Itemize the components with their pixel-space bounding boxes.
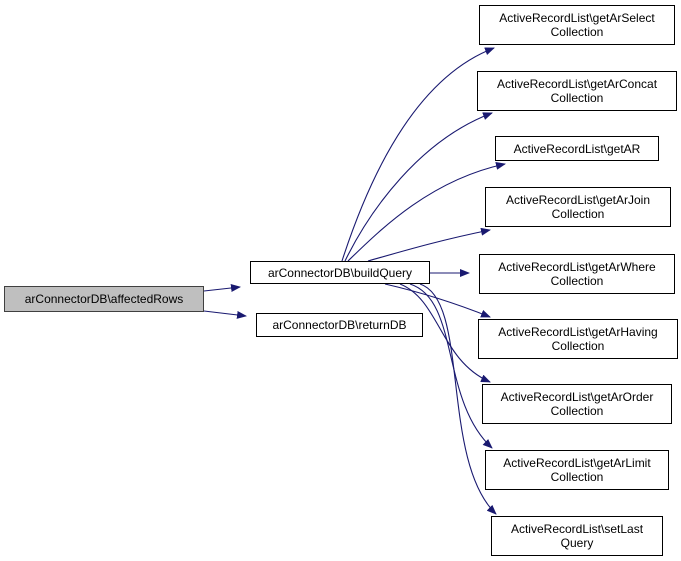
node-build-query[interactable]: arConnectorDB\buildQuery — [250, 261, 430, 284]
node-label: arConnectorDB\affectedRows — [24, 292, 184, 306]
node-label: ActiveRecordList\getAR — [513, 141, 641, 156]
node-label: arConnectorDB\buildQuery — [267, 265, 413, 280]
node-label: Query — [560, 536, 594, 550]
edge-buildQuery-to-getAR — [347, 161, 506, 262]
node-label: Collection — [550, 91, 604, 105]
node-get-ar-where-collection[interactable]: ActiveRecordList\getArWhere Collection — [479, 254, 675, 294]
edge-buildQuery-to-getArSelect — [341, 47, 495, 262]
node-label: ActiveRecordList\getArConcat — [496, 77, 658, 91]
node-set-last-query[interactable]: ActiveRecordList\setLast Query — [491, 516, 663, 556]
edge-buildQuery-to-getArConcat — [344, 112, 493, 262]
edge-buildQuery-to-getArOrder — [399, 283, 491, 383]
node-label: ActiveRecordList\getArHaving — [498, 325, 658, 339]
node-get-ar-order-collection[interactable]: ActiveRecordList\getArOrder Collection — [482, 384, 672, 424]
node-label: ActiveRecordList\getArOrder — [500, 390, 654, 404]
node-get-ar-join-collection[interactable]: ActiveRecordList\getArJoin Collection — [485, 187, 671, 227]
node-get-ar-select-collection[interactable]: ActiveRecordList\getArSelect Collection — [479, 5, 675, 45]
node-label: Collection — [551, 339, 605, 353]
node-affected-rows[interactable]: arConnectorDB\affectedRows — [4, 286, 204, 312]
node-get-ar-having-collection[interactable]: ActiveRecordList\getArHaving Collection — [478, 319, 678, 359]
node-get-ar-concat-collection[interactable]: ActiveRecordList\getArConcat Collection — [477, 71, 677, 111]
node-get-ar[interactable]: ActiveRecordList\getAR — [495, 136, 659, 161]
edge-root-to-returnDB — [203, 310, 247, 319]
node-label: ActiveRecordList\getArWhere — [498, 260, 656, 274]
edge-root-to-buildQuery — [203, 284, 241, 292]
edge-buildQuery-to-getArJoin — [367, 227, 491, 262]
node-label: ActiveRecordList\setLast — [510, 522, 644, 536]
edge-buildQuery-to-getArLimit — [409, 283, 493, 449]
node-label: arConnectorDB\returnDB — [272, 318, 407, 332]
edge-buildQuery-to-setLastQuery — [419, 283, 497, 515]
node-label: ActiveRecordList\getArLimit — [503, 456, 651, 470]
node-label: ActiveRecordList\getArSelect — [499, 11, 655, 25]
node-return-db[interactable]: arConnectorDB\returnDB — [256, 313, 423, 337]
node-label: Collection — [550, 470, 604, 484]
node-label: Collection — [551, 207, 605, 221]
node-label: Collection — [550, 274, 604, 288]
node-label: ActiveRecordList\getArJoin — [505, 193, 651, 207]
node-label: Collection — [550, 25, 604, 39]
edge-buildQuery-to-getArHaving — [384, 283, 491, 318]
node-label: Collection — [550, 404, 604, 418]
node-get-ar-limit-collection[interactable]: ActiveRecordList\getArLimit Collection — [485, 450, 669, 490]
